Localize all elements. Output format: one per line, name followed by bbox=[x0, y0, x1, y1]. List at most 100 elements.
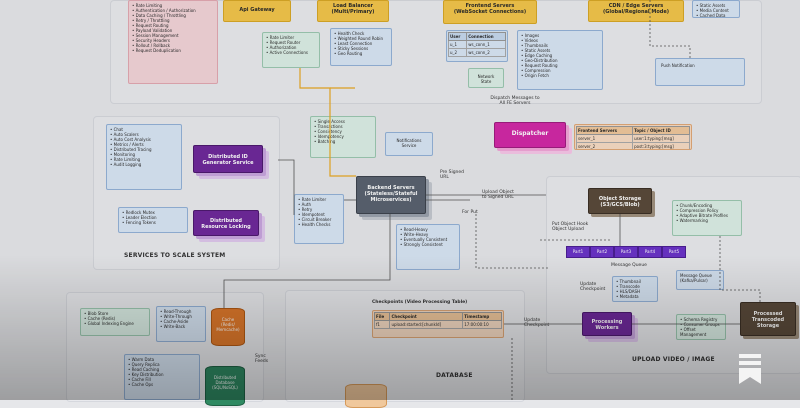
sessions-box: Network State bbox=[468, 68, 504, 88]
cdn-list-box: ImagesVideosThumbnailsStatic AssetsEdge … bbox=[517, 30, 603, 90]
list-item: Images bbox=[521, 33, 599, 38]
object-storage-title: Object Storage (S3/GCS/Blob) bbox=[598, 196, 642, 208]
database-cylinder-label: Distributed Database (SQL/NoSQL) bbox=[212, 375, 238, 390]
distributed-id-title: Distributed ID Generator Service bbox=[202, 154, 254, 166]
table-cell: post:3:typing:[msg] bbox=[632, 142, 690, 149]
database-cylinder: Distributed Database (SQL/NoSQL) bbox=[205, 366, 245, 406]
lb-list-box: Health CheckWeighted Round RobinLeast Co… bbox=[330, 28, 392, 66]
list-item: Rate Limiting bbox=[110, 157, 178, 162]
list-item: Strongly Consistent bbox=[400, 242, 456, 247]
bookmark-icon[interactable] bbox=[737, 354, 763, 384]
sync-label: Sync Feeds bbox=[255, 354, 269, 364]
backend-servers-title: Backend Servers (Stateless/Stateful Micr… bbox=[364, 185, 418, 203]
transcoded-storage-title: Processed Transcoded Storage bbox=[751, 311, 785, 329]
left-db-list2: Read-ThroughWrite-ThroughCache-AsideWrit… bbox=[156, 306, 206, 342]
load-balancer-box: Load Balancer (Multi/Primary) bbox=[317, 0, 389, 22]
list-item: Health Check bbox=[334, 31, 388, 36]
list-item: Global Indexing Engine bbox=[84, 321, 146, 326]
processing-workers-title: Processing Workers bbox=[591, 319, 623, 331]
list-item: Authentication / Authorization bbox=[132, 8, 214, 13]
list-item: Session Management bbox=[132, 33, 214, 38]
pre-signed-label: Pre Signed URL bbox=[440, 170, 465, 180]
kafka-label: Message Queue (Kafka/Pulsar) bbox=[680, 273, 712, 283]
dispatcher-title: Dispatcher bbox=[511, 130, 549, 137]
list-item: Transcode bbox=[616, 284, 654, 289]
cdn-edge-box: CDN / Edge Servers (Global/Regional Mode… bbox=[588, 0, 684, 22]
notifications-box: Notifications Service bbox=[385, 132, 433, 156]
list-item: Health Checks bbox=[298, 222, 340, 227]
table-header-cell: User bbox=[447, 32, 468, 41]
table-cell: upload:started:[chunkId] bbox=[389, 320, 464, 329]
list-item: Write-Back bbox=[160, 324, 202, 329]
api-gateway-title: Api Gateway bbox=[239, 7, 275, 13]
list-item: Auto Scalers bbox=[110, 132, 178, 137]
dispatcher-caption: Dispatch Messages to All FE Servers bbox=[490, 96, 540, 106]
push-notification-box: Push Notification bbox=[655, 58, 745, 86]
list-item: Media Content bbox=[696, 8, 736, 13]
list-item: Monitoring bbox=[110, 152, 178, 157]
list-item: Thumbnail bbox=[616, 279, 654, 284]
table-header-cell: Checkpoint bbox=[389, 312, 464, 321]
api-gateway-box: Api Gateway bbox=[223, 0, 291, 22]
list-item: Write-Heavy bbox=[400, 232, 456, 237]
list-item: Videos bbox=[521, 38, 599, 43]
list-item: Retry bbox=[298, 207, 340, 212]
queue-part: Part3 bbox=[614, 246, 638, 258]
table-cell: ws_conn_2 bbox=[466, 48, 506, 57]
list-item: Batching bbox=[314, 139, 372, 144]
list-item: HLS/DASH bbox=[616, 289, 654, 294]
list-item: Static Assets bbox=[521, 48, 599, 53]
processing-list-box: ThumbnailTranscodeHLS/DASHMetadata bbox=[612, 276, 658, 302]
list-item: Rate Limiter bbox=[298, 197, 340, 202]
list-item: Schema Registry bbox=[680, 317, 722, 322]
table-cell: server_2 bbox=[575, 142, 634, 149]
table-cell: 17:00:00:10 bbox=[462, 320, 502, 329]
list-item: Thumbnails bbox=[521, 43, 599, 48]
list-item: Leader Election bbox=[122, 215, 184, 220]
list-item: Chat bbox=[110, 127, 178, 132]
list-item: Origin Fetch bbox=[521, 73, 599, 78]
load-balancer-title: Load Balancer (Multi/Primary) bbox=[331, 3, 375, 15]
schema-list-box: Schema RegistryConsumer GroupsOffset Man… bbox=[676, 314, 726, 340]
cdn-edge-right-list: Static AssetsMedia ContentCached Data bbox=[692, 0, 740, 18]
queue-part: Part1 bbox=[566, 246, 590, 258]
list-item: Query Replica bbox=[128, 362, 196, 367]
table-cell: server_1 bbox=[575, 134, 634, 143]
for-put-label: For Put bbox=[462, 210, 478, 215]
list-item: Rollout / Rollback bbox=[132, 43, 214, 48]
frontend-servers-title: Frontend Servers (WebSocket Connections) bbox=[453, 3, 527, 15]
list-item: Rate Limiting bbox=[132, 3, 214, 8]
processing-workers-box: Processing Workers bbox=[582, 312, 632, 336]
list-item: Cached Data bbox=[696, 13, 736, 17]
table-cell: u_1 bbox=[447, 40, 468, 49]
list-item: Watermarking bbox=[676, 218, 738, 223]
list-item: Cache Fill bbox=[128, 377, 196, 382]
lock-list-box: Redlock MutexLeader ElectionFencing Toke… bbox=[118, 207, 188, 233]
services-section-title: SERVICES TO SCALE SYSTEM bbox=[124, 252, 226, 259]
left-db-list1: Blob StoreCache (Redis)Global Indexing E… bbox=[80, 308, 150, 336]
list-item: Cache-Aside bbox=[160, 319, 202, 324]
gateway-features-list: Rate LimitingAuthentication / Authorizat… bbox=[128, 0, 218, 84]
list-item: Distributed Tracing bbox=[110, 147, 178, 152]
list-item: Rate Limiter bbox=[266, 35, 316, 40]
list-item: Least Connection bbox=[334, 41, 388, 46]
distributed-lock-title: Distributed Resource Locking bbox=[201, 218, 251, 230]
list-item: Request Routing bbox=[132, 23, 214, 28]
notes-list-box: Single AccessTransactionsConsistencyIdem… bbox=[310, 116, 376, 158]
list-item: Metadata bbox=[616, 294, 654, 299]
list-item: Chunk/Encoding bbox=[676, 203, 738, 208]
list-item: Adaptive Bitrate Profiles bbox=[676, 213, 738, 218]
cdn-edge-title: CDN / Edge Servers (Global/Regional Mode… bbox=[602, 3, 670, 15]
list-item: Audit Logging bbox=[110, 162, 178, 167]
list-item: Active Connections bbox=[266, 50, 316, 55]
table-header-cell: Connection bbox=[466, 32, 506, 41]
list-item: Redlock Mutex bbox=[122, 210, 184, 215]
list-item: Consumer Groups bbox=[680, 322, 722, 327]
